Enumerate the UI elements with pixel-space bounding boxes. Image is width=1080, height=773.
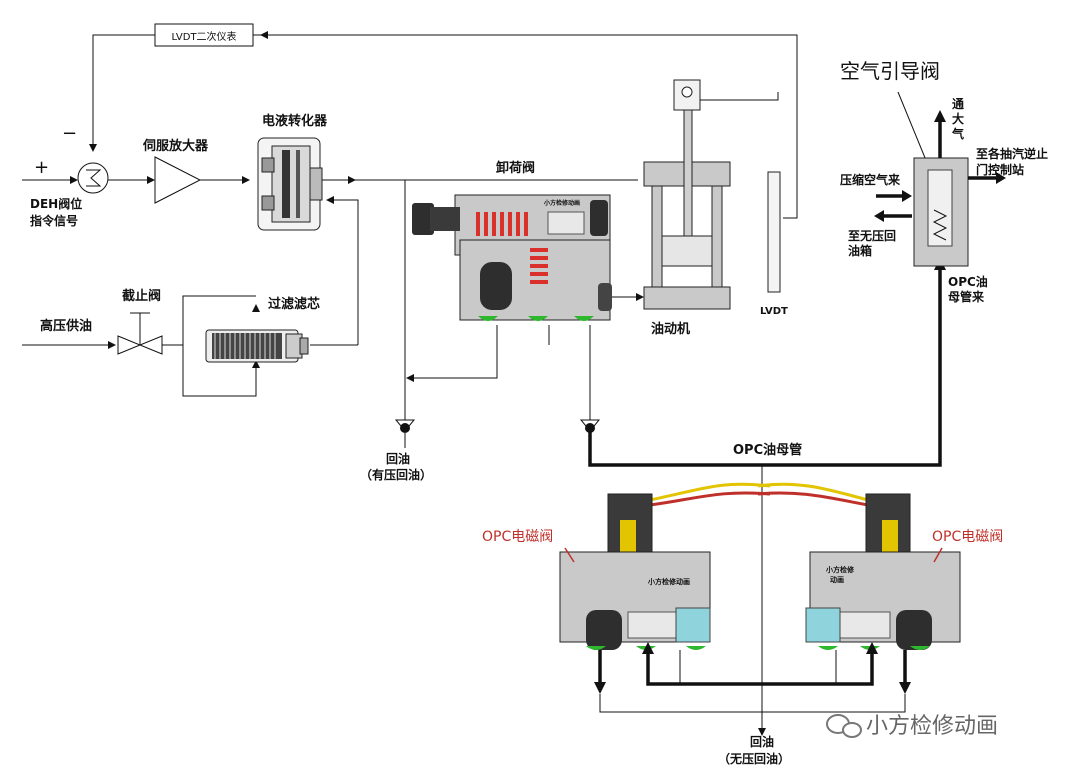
deh-label-1: DEH阀位 (30, 196, 82, 211)
lvdt-label: LVDT (760, 306, 788, 317)
feedback-line-right (253, 34, 798, 219)
unload-return-arrow (406, 374, 414, 382)
stop-valve-label: 截止阀 (122, 288, 161, 304)
converter-out-arrow (348, 176, 356, 184)
lvdt-meter-label: LVDT二次仪表 (171, 30, 236, 43)
converter-in-arrow (242, 176, 250, 184)
return-oil-1-label: 回油 (386, 451, 410, 466)
unload-tag: 小方检修动画 (543, 199, 580, 207)
feedback-arrow (89, 144, 97, 152)
converter-label: 电液转化器 (262, 113, 328, 129)
hp-oil-arrow (108, 341, 116, 349)
opc-in-2: 母管来 (948, 289, 985, 304)
filter-bypass-line (162, 295, 257, 397)
return-oil-2-label: 回油 (750, 734, 774, 749)
return-oil-2-sub: （无压回油） (718, 751, 790, 766)
drain-collector (599, 694, 906, 713)
sol-left-leader (564, 547, 575, 563)
servo-amp-label: 伺服放大器 (142, 138, 209, 154)
watermark-text: 小方检修动画 (866, 714, 998, 739)
sol-cross-line (646, 648, 874, 686)
to-tank-2: 油箱 (848, 243, 872, 258)
deh-label-2: 指令信号 (30, 213, 78, 228)
opc-in-1: OPC油 (948, 274, 988, 289)
feedback-line-left (92, 34, 155, 145)
deh-input-arrow (70, 176, 78, 184)
opc-sol-right-label: OPC电磁阀 (932, 529, 1003, 545)
air-pilot-label: 空气引导阀 (840, 59, 940, 83)
plus-sign: + (34, 157, 49, 178)
return-oil-1-sub: （有压回油） (360, 467, 432, 482)
opc-solenoid-left (559, 482, 771, 650)
to-station-2: 门控制站 (976, 162, 1024, 177)
sol-cross-arrow-r (866, 642, 878, 654)
filter-label: 过滤滤芯 (268, 296, 320, 312)
check-valve-icon (394, 419, 416, 448)
actuator-in-arrow (636, 293, 644, 301)
lvdt-meter-box: LVDT二次仪表 (154, 23, 254, 47)
actuator-label: 油动机 (651, 321, 690, 337)
to-station-arrow (996, 172, 1006, 184)
sol-right-tag-2: 动画 (830, 575, 844, 584)
sol-left-tag: 小方检修动画 (647, 577, 690, 586)
minus-sign: − (62, 123, 77, 144)
air-pilot-valve-body (913, 157, 969, 267)
unload-return-line (410, 325, 498, 379)
hp-oil-label: 高压供油 (40, 318, 92, 334)
globe-valve-icon (117, 312, 163, 355)
sol-left-drain-arrow (594, 682, 606, 694)
to-tank-arrow (874, 210, 884, 222)
filter-element (205, 329, 309, 363)
to-atm-2: 大 (952, 111, 964, 126)
comp-air-arrow (902, 190, 912, 202)
unload-valve-label: 卸荷阀 (496, 160, 535, 176)
supply-to-converter-line (330, 199, 359, 345)
amp-in-arrow (147, 176, 155, 184)
to-tank-1: 至无压回 (848, 229, 896, 243)
to-station-1: 至各抽汽逆止 (976, 146, 1048, 161)
supply-arrow (326, 196, 334, 204)
sol-right-drain-arrow (899, 682, 911, 694)
amplifier-triangle-icon (154, 156, 202, 204)
sol-right-tag-1: 小方检修 (825, 565, 855, 574)
feedback-arrow-2 (260, 31, 268, 39)
vent-arrow (934, 110, 946, 122)
opc-solenoid-right (757, 482, 961, 650)
to-atm-3: 气 (951, 126, 964, 141)
converter-body (257, 137, 323, 231)
sol-cross-arrow-l (642, 642, 654, 654)
filter-arrow-bottom (252, 360, 260, 368)
opc-sol-left-label: OPC电磁阀 (482, 529, 553, 545)
sol-right-leader (933, 547, 943, 563)
sol-pilot-lines (679, 650, 837, 684)
summing-junction-icon (77, 162, 109, 194)
filter-arrow-top (252, 304, 260, 312)
unload-valve-body (412, 194, 612, 321)
to-atm-1: 通 (952, 96, 964, 111)
actuator-body (643, 79, 781, 310)
comp-air-label: 压缩空气来 (840, 172, 901, 187)
return-2-arrow (758, 728, 766, 736)
opc-header-label: OPC油母管 (733, 442, 802, 458)
check-valve-icon (579, 419, 601, 433)
air-pilot-leader (897, 91, 931, 171)
opc-header-line (588, 262, 942, 467)
wechat-icon (826, 714, 862, 738)
